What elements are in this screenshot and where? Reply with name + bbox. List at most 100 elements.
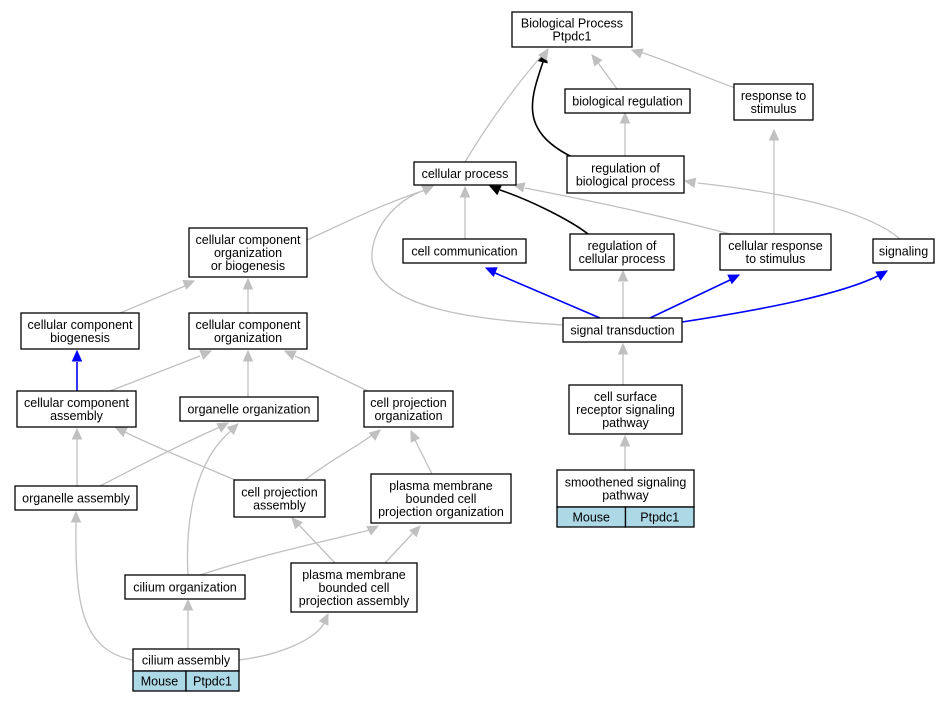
node-cellproc[interactable]: cellular process: [413, 161, 517, 186]
node-cellcomm[interactable]: cell communication: [402, 238, 527, 264]
edge-pmbcpa-pmbcpo-arrowhead: [408, 525, 421, 538]
node-box: [290, 562, 418, 613]
node-label: cell communication: [411, 245, 517, 259]
edge-sigtrans-cellcomm-arrowhead: [484, 267, 498, 277]
edge-sigtrans-regcell: [617, 269, 629, 318]
edge-cilorg-pmbcpo-arrowhead: [366, 525, 380, 536]
node-label: cellular component: [24, 396, 129, 410]
node-label: regulation of: [588, 239, 657, 253]
edge-cilorg-orgorg-arrowhead: [226, 423, 239, 435]
edge-orgorg-ccorg: [242, 349, 254, 397]
edge-orgasm-ccasm: [71, 427, 83, 486]
node-cilorg[interactable]: cilium organization: [124, 574, 246, 600]
edge-resp-bp: [630, 48, 736, 89]
edge-bioreg-bp: [591, 54, 618, 90]
edge-orgorg-ccorg-arrowhead: [242, 349, 254, 362]
node-label: projection organization: [378, 505, 504, 519]
edge-sigtrans-cellresp-arrowhead: [727, 274, 741, 285]
edge-pmbcpa-cpasm-arrowhead: [291, 517, 303, 530]
edge-signaling-regbio: [683, 177, 901, 240]
edge-cilasm-cilorg-arrowhead: [182, 598, 194, 611]
node-label: cilium assembly: [142, 654, 231, 668]
edge-ccbio-ccob: [119, 280, 196, 314]
node-label: organization: [214, 331, 282, 345]
node-label: cell projection: [370, 396, 446, 410]
edge-cilasm-pmbcpa: [238, 612, 329, 661]
node-label: assembly: [253, 499, 307, 513]
node-label: receptor signaling: [576, 403, 675, 417]
node-box: [363, 390, 454, 428]
annotation-cell: [624, 506, 695, 528]
node-box: [562, 317, 683, 343]
edge-ccasm-ccorg-arrowhead: [199, 350, 213, 360]
edge-ccasm-ccorg: [109, 350, 213, 392]
node-label: organization: [374, 409, 442, 423]
node-label: or biogenesis: [211, 259, 285, 273]
node-label: biological process: [576, 175, 675, 189]
node-label: biogenesis: [50, 331, 110, 345]
node-label: organelle assembly: [22, 492, 130, 506]
edge-cellcomm-cellproc: [459, 185, 471, 239]
node-label: pathway: [602, 489, 649, 503]
edge-smooth-csrsp-arrowhead: [619, 434, 631, 447]
edge-cilasm-orgasm: [70, 510, 134, 661]
edge-regbio-bioreg-arrowhead: [619, 111, 631, 124]
node-label: regulation of: [591, 162, 660, 176]
node-signaling[interactable]: signaling: [872, 238, 935, 264]
edge-bioreg-bp-arrowhead: [591, 54, 603, 67]
node-box: [14, 485, 138, 511]
node-orgorg[interactable]: organelle organization: [179, 396, 319, 422]
edge-cellresp-cellproc: [512, 182, 731, 235]
node-box: [564, 88, 691, 114]
edge-cpasm-cporg-arrowhead: [368, 429, 381, 441]
edge-ccorg-ccob-arrowhead: [242, 277, 254, 290]
annotation-label: Ptpdc1: [640, 511, 679, 525]
node-label: organization: [214, 246, 282, 260]
edge-cellresp-resp: [768, 128, 780, 234]
edge-sigtrans-signaling: [681, 270, 889, 323]
edge-cporg-ccorg-arrowhead: [283, 350, 297, 361]
edge-cellproc-bp-arrowhead: [537, 47, 549, 61]
edge-sigtrans-cellproc: [371, 185, 564, 326]
annotation-label: Mouse: [141, 675, 179, 689]
annotation-label: Ptpdc1: [193, 675, 232, 689]
edge-cpasm-cporg: [304, 429, 381, 481]
node-sigtrans[interactable]: signal transduction: [562, 317, 683, 343]
edge-csrsp-sigtrans: [617, 342, 629, 385]
node-box: [719, 233, 832, 271]
edge-sigtrans-regcell-arrowhead: [617, 269, 629, 282]
node-box: [511, 11, 633, 48]
node-label: cellular process: [579, 252, 666, 266]
node-bioreg[interactable]: biological regulation: [564, 88, 691, 114]
edge-cpasm-ccasm: [114, 427, 241, 483]
node-orgasm[interactable]: organelle assembly: [14, 485, 138, 511]
edge-resp-bp-arrowhead: [630, 48, 644, 59]
edge-cporg-ccorg: [283, 350, 371, 393]
node-label: response to: [741, 89, 806, 103]
edge-pmbcpo-cporg: [410, 429, 433, 475]
edge-cilasm-cilorg: [182, 598, 194, 649]
node-box: [872, 238, 935, 264]
edge-signaling-regbio-arrowhead: [683, 177, 697, 189]
annotation-cell: [185, 670, 240, 692]
node-label: cellular component: [28, 318, 133, 332]
node-label: bounded cell: [406, 492, 477, 506]
edge-sigtrans-cellcomm: [484, 267, 601, 319]
